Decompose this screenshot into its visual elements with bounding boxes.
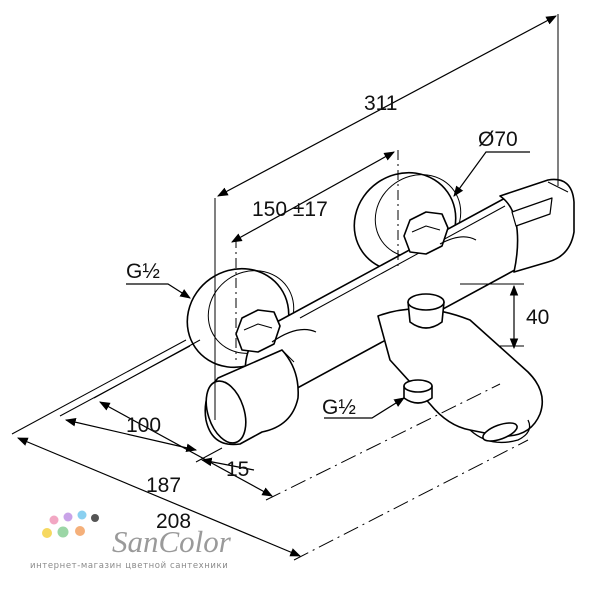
diverter-knob <box>407 293 445 329</box>
outlet-nut <box>403 379 433 404</box>
dim-inlet-thread: G½ <box>126 260 160 283</box>
dim-depth-187: 187 <box>146 474 181 497</box>
watermark-tagline: интернет-магазин цветной сантехники <box>30 561 228 571</box>
dim-depth-100: 100 <box>126 414 161 437</box>
dim-depth-208: 208 <box>156 510 191 533</box>
watermark-logo: SanColor <box>112 524 232 559</box>
thermostat-handle <box>499 178 575 273</box>
dim-center-distance: 150 ±17 <box>252 198 328 221</box>
spout <box>377 308 544 444</box>
dim-overall-width: 311 <box>364 92 397 115</box>
dim-spout-height: 40 <box>526 306 549 329</box>
left-union <box>235 309 317 353</box>
dim-flange-diameter: Ø70 <box>478 128 518 151</box>
watermark: SanColor интернет-магазин цветной сантех… <box>30 510 232 571</box>
dimension-labels: 311 150 ±17 Ø70 40 G½ G½ 100 187 15 208 <box>126 92 549 533</box>
watermark-dots-icon <box>42 510 99 538</box>
right-union <box>403 211 477 255</box>
dim-offset-15: 15 <box>226 458 249 481</box>
dimension-lines <box>11 14 559 561</box>
faucet-body <box>186 171 575 446</box>
control-handle <box>204 349 299 446</box>
dim-outlet-thread: G½ <box>322 396 356 419</box>
